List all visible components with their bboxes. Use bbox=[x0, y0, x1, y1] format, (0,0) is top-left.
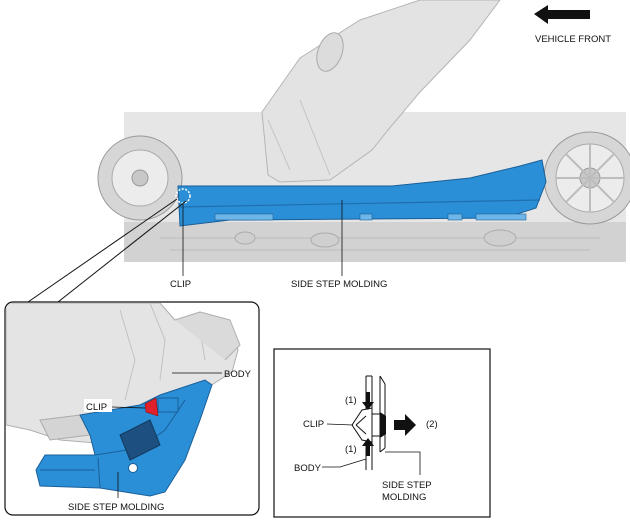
side-step-section-label-line2: MOLDING bbox=[382, 492, 426, 503]
side-step-section-leader bbox=[385, 451, 421, 475]
vehicle-front-label: VEHICLE FRONT bbox=[535, 34, 611, 45]
section-inset: (1) (1) (2) CLIP BODY SIDE STEP MOLDING bbox=[273, 348, 491, 518]
clip-main-label: CLIP bbox=[170, 279, 191, 290]
clip-section-label: CLIP bbox=[303, 419, 324, 430]
vehicle-front-arrow-icon bbox=[534, 5, 590, 24]
side-mirror bbox=[316, 32, 344, 72]
detail-inset: BODY CLIP SIDE STEP MOLDING bbox=[4, 301, 260, 516]
body-detail-label: BODY bbox=[224, 369, 252, 380]
clip-detail-leader bbox=[111, 406, 146, 409]
body-section-label: BODY bbox=[294, 463, 322, 474]
car-side-view bbox=[97, 0, 630, 262]
step-1-upper-label: (1) bbox=[345, 395, 357, 406]
step-2-label: (2) bbox=[426, 419, 438, 430]
clip-detail-label: CLIP bbox=[86, 402, 107, 413]
side-step-molding-main-label: SIDE STEP MOLDING bbox=[291, 279, 387, 290]
car-chassis-shadow bbox=[124, 222, 626, 262]
body-section-leader bbox=[322, 458, 367, 468]
front-wheel bbox=[543, 131, 630, 225]
rear-wheel bbox=[97, 135, 183, 221]
vehicle-front-indicator: VEHICLE FRONT bbox=[534, 5, 611, 45]
pull-arrow-icon bbox=[394, 414, 416, 436]
side-step-molding-main bbox=[177, 159, 547, 227]
side-step-section-label-line1: SIDE STEP bbox=[382, 480, 432, 491]
clip-detail-marker bbox=[144, 397, 159, 417]
zoom-line-left bbox=[27, 198, 178, 303]
zoom-line-right bbox=[57, 200, 187, 303]
squeeze-arrow-lower-icon bbox=[362, 438, 374, 456]
side-step-molding-detail-label: SIDE STEP MOLDING bbox=[68, 502, 164, 513]
clip-section-shape bbox=[351, 407, 386, 443]
squeeze-arrow-upper-icon bbox=[362, 392, 374, 410]
clip-section-leader bbox=[326, 423, 354, 426]
step-1-lower-label: (1) bbox=[345, 444, 357, 455]
